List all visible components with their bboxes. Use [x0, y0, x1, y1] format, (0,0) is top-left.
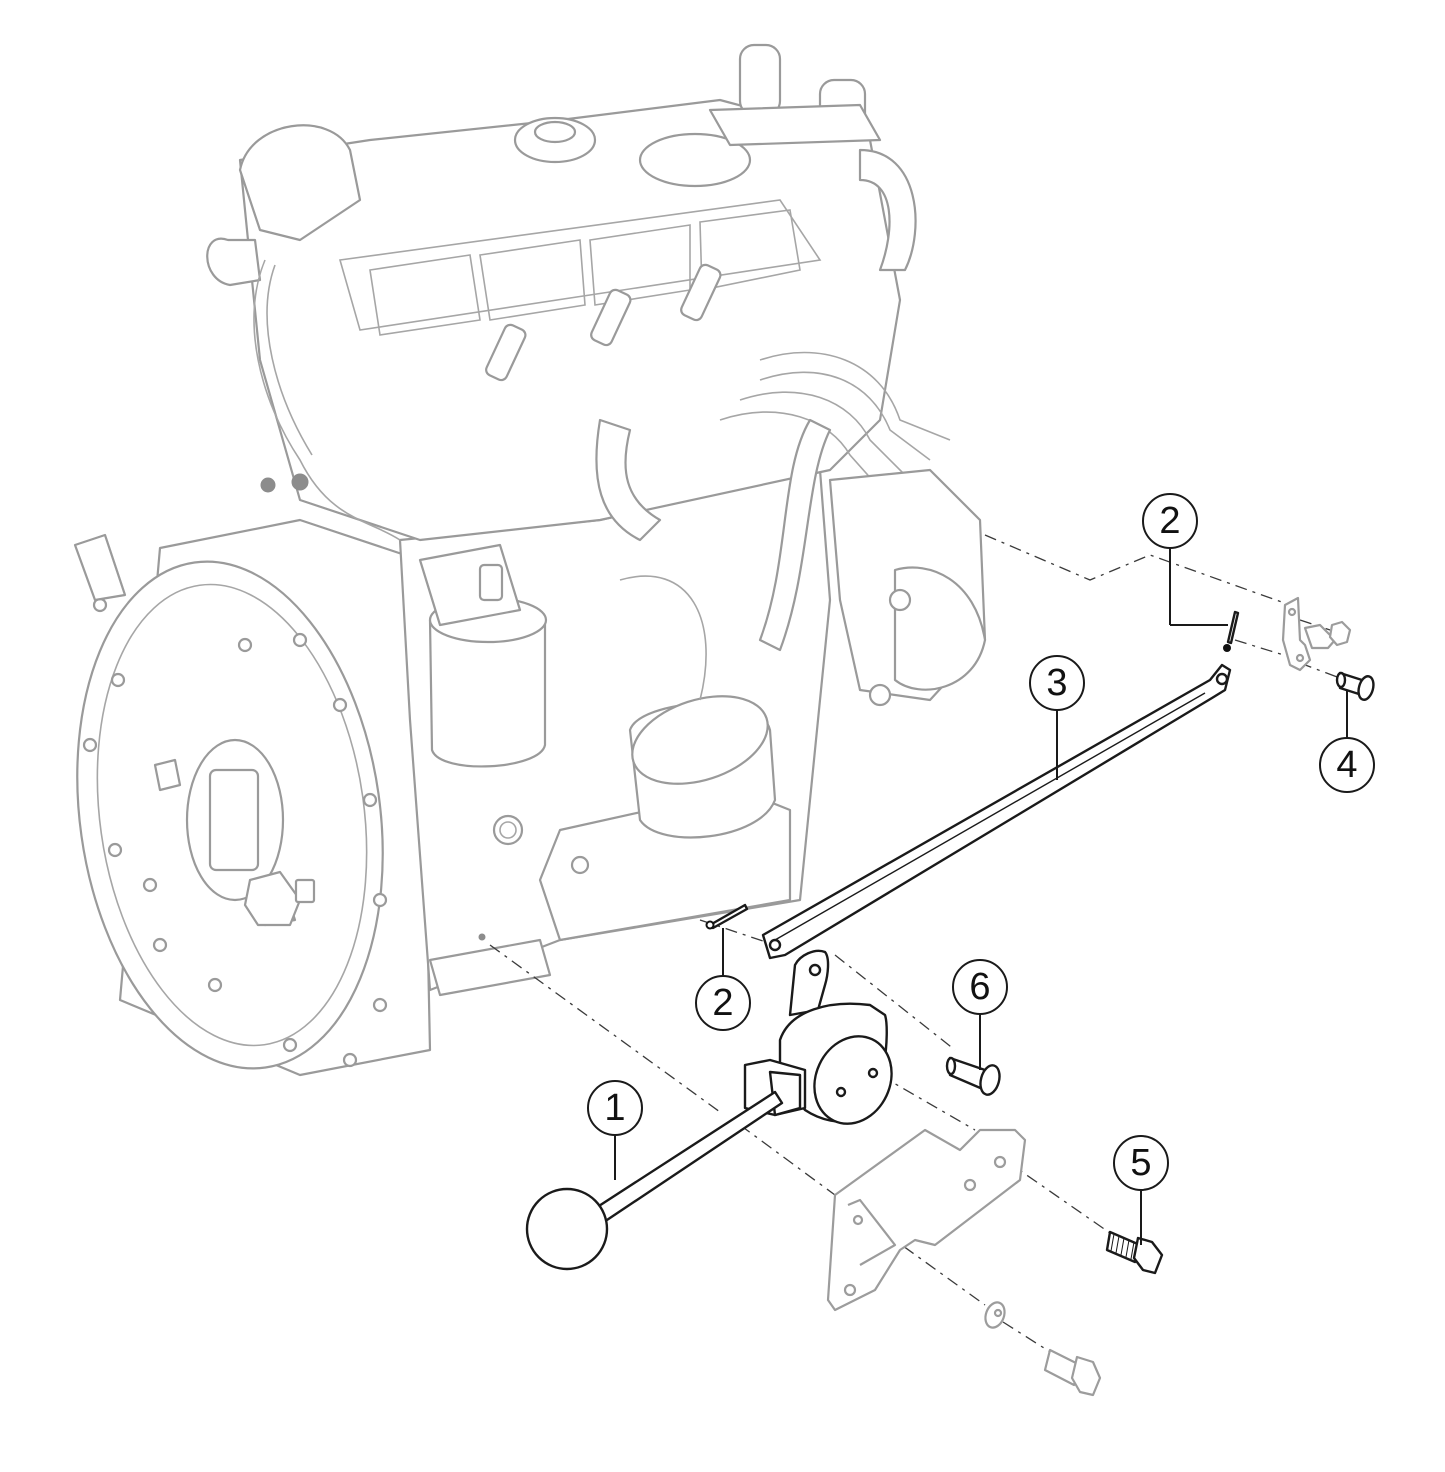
callout-2-upper: 2	[1159, 499, 1181, 542]
callout-4: 4	[1336, 743, 1358, 786]
mounting-bracket	[826, 1128, 1027, 1312]
assembly-lines	[489, 534, 1346, 1356]
callout-circles	[587, 493, 1375, 1191]
part-4-pin	[1335, 671, 1375, 701]
callout-1: 1	[604, 1086, 626, 1129]
nut	[1328, 620, 1352, 647]
throttle-bracket-upper	[1281, 596, 1337, 672]
callout-3: 3	[1046, 661, 1068, 704]
lower-washer-and-bolt	[984, 1301, 1102, 1397]
callout-6: 6	[969, 965, 991, 1008]
part-2-upper-cotter-pin	[1223, 610, 1240, 652]
part-3-throttle-rod	[761, 663, 1232, 960]
callout-5: 5	[1130, 1141, 1152, 1184]
engine-block	[73, 43, 987, 1077]
part-6-clevis-pin	[945, 1056, 1001, 1096]
part-1-throttle-lever	[525, 949, 893, 1271]
part-2-lower-cotter-pin	[705, 903, 749, 930]
callout-leaders	[614, 548, 1348, 1245]
part-5-bolt	[1105, 1230, 1164, 1275]
callout-2-lower: 2	[712, 981, 734, 1024]
